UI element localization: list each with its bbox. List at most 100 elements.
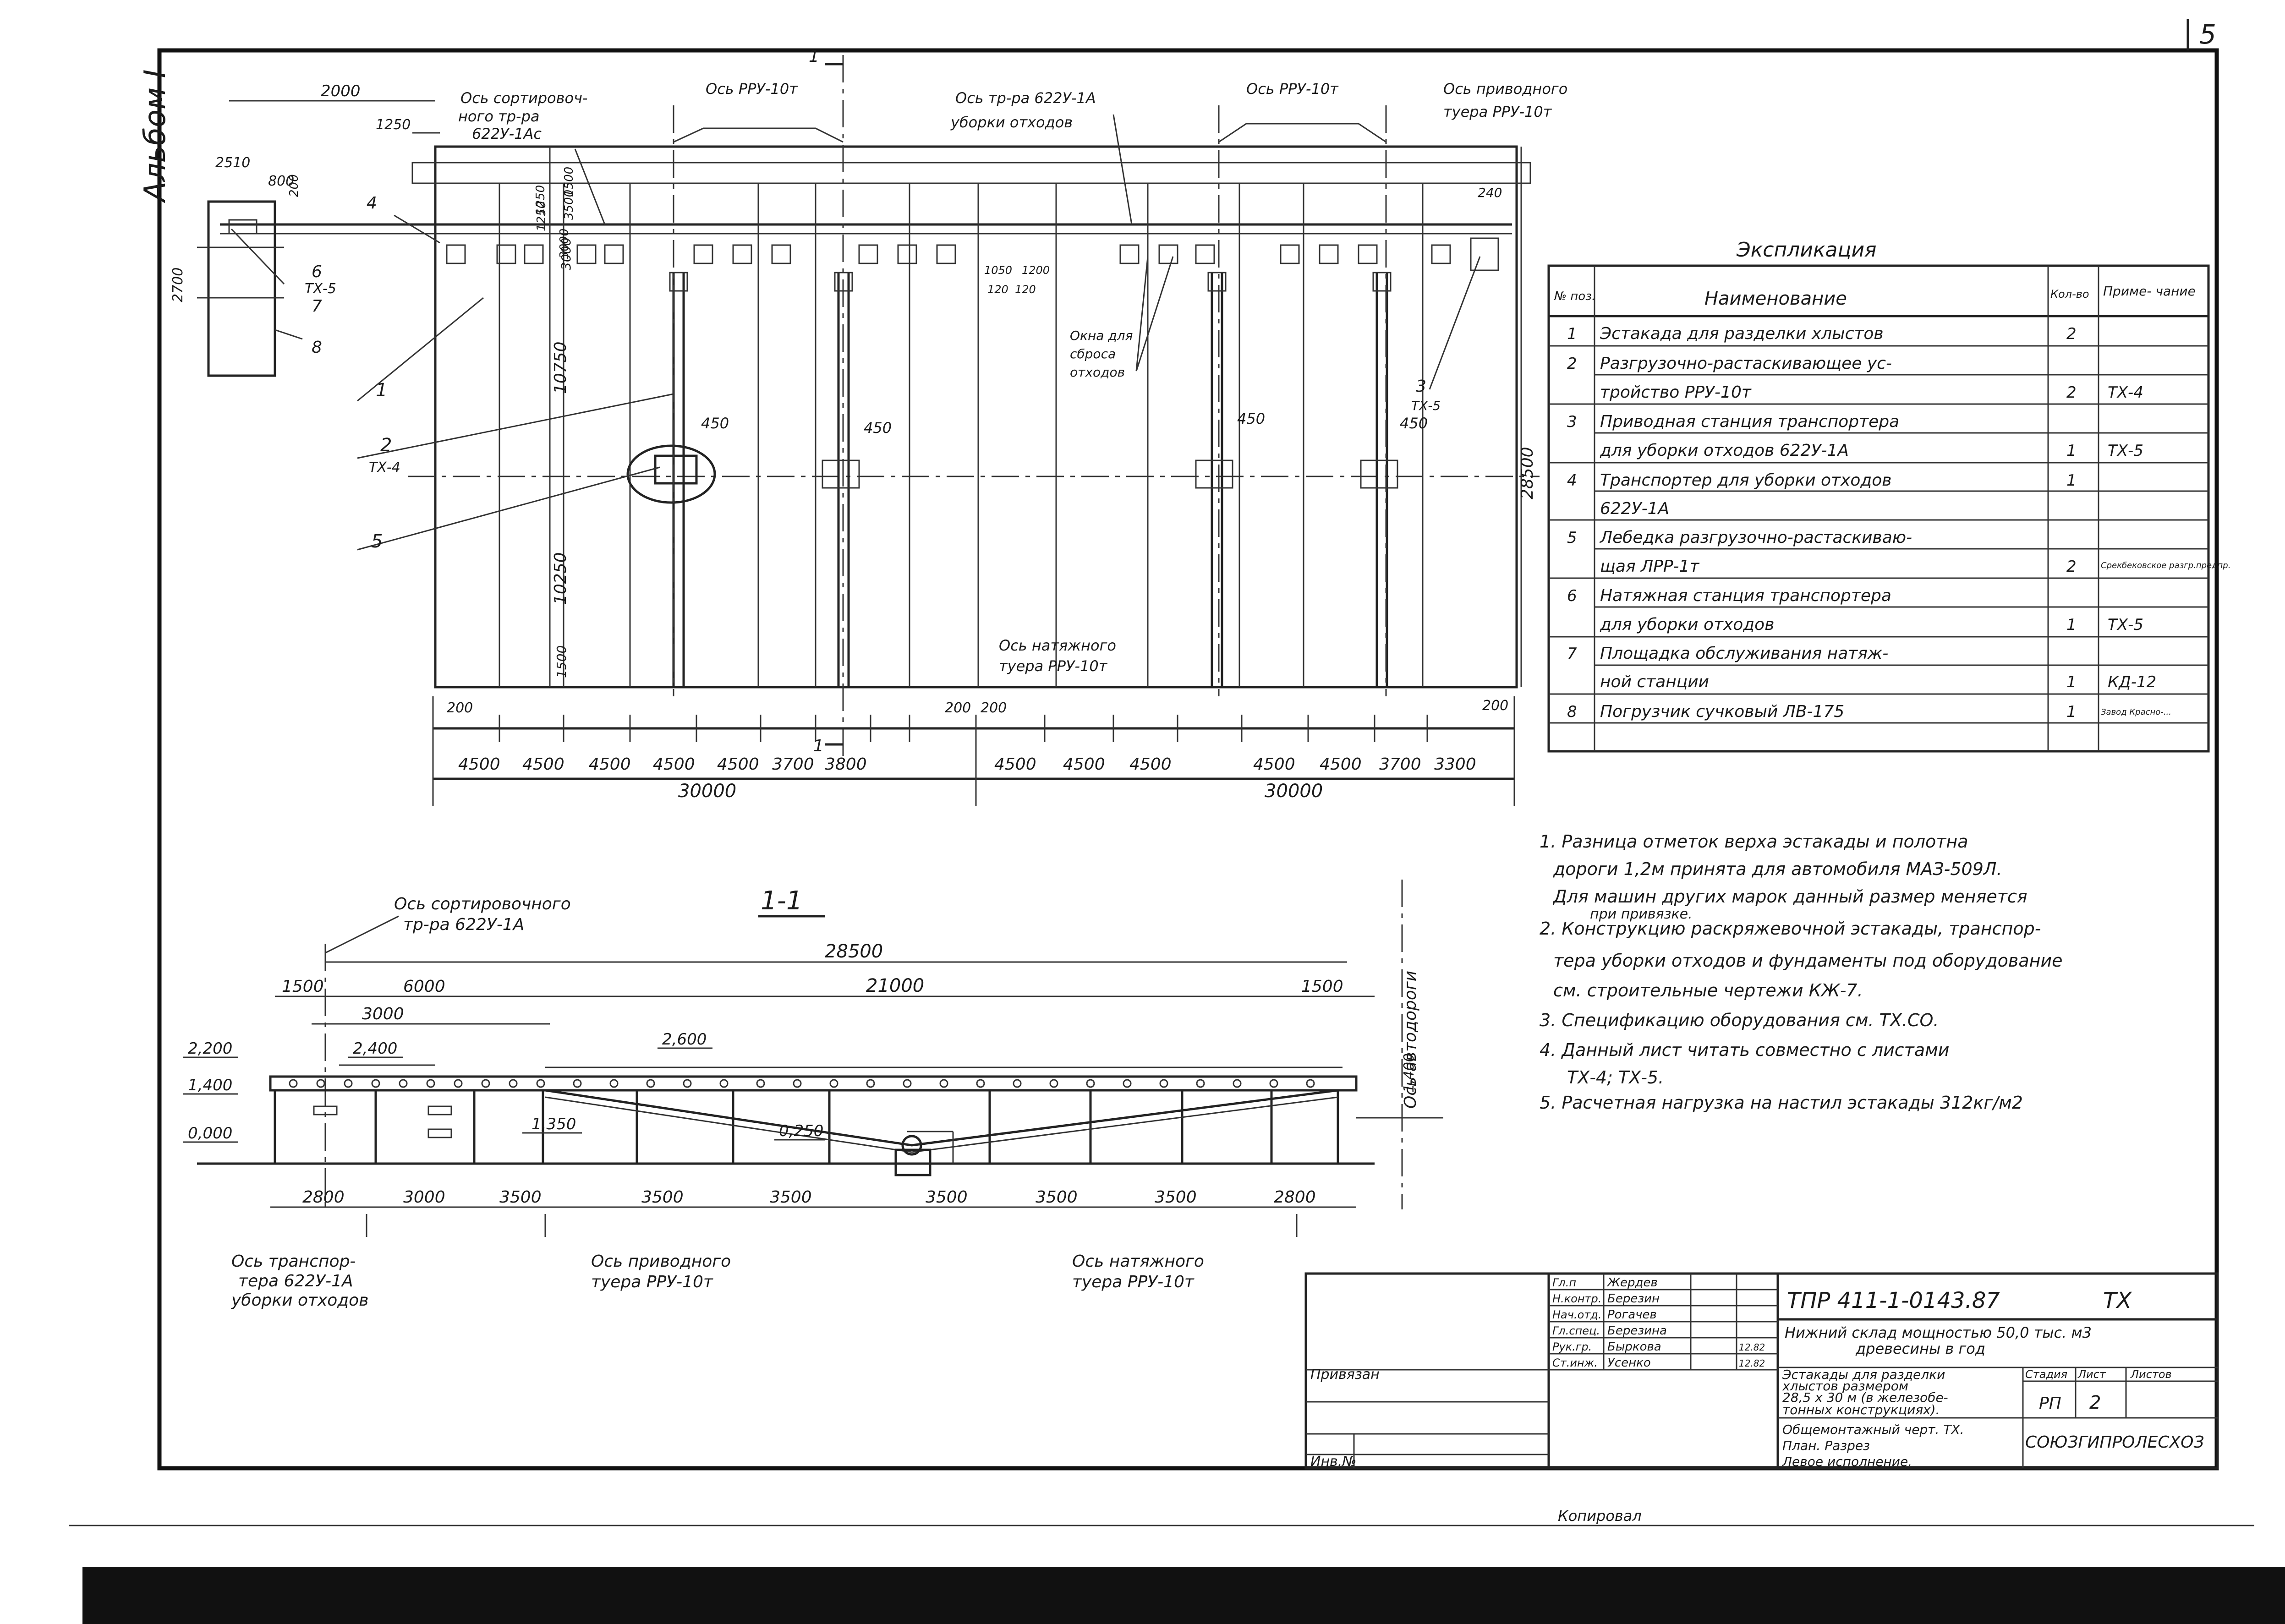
drive-axis-line2: тyера РРУ-10т — [1443, 103, 1552, 120]
svg-text:Усенко: Усенко — [1607, 1356, 1651, 1370]
dim-120-b: 120 — [1015, 283, 1036, 296]
svg-text:Березин: Березин — [1607, 1292, 1660, 1306]
section-columns — [274, 1090, 1339, 1164]
svg-text:2: 2 — [1567, 355, 1577, 373]
bay-dim-2: 4500 — [522, 755, 564, 774]
svg-text:Березина: Березина — [1607, 1324, 1667, 1338]
axis-markers — [673, 55, 1387, 756]
dim-3500-v: 3500 — [562, 190, 576, 220]
svg-text:Транспортер для уборки отходов: Транспортер для уборки отходов — [1600, 471, 1892, 490]
dim-200-b: 200 — [945, 700, 971, 716]
tb-org: СОЮЗГИПРОЛЕСХОЗ — [2025, 1433, 2204, 1452]
svg-text:Приводная станция транспортера: Приводная станция транспортера — [1600, 412, 1899, 431]
table-row: 3 Приводная станция транспортера для убо… — [1567, 412, 2143, 460]
svg-text:План. Разрез: План. Разрез — [1782, 1438, 1870, 1453]
section-sort-axis-1: Ось сортировочного — [394, 895, 571, 913]
svg-text:Площадка обслуживания натяж-: Площадка обслуживания натяж- — [1600, 644, 1888, 663]
estacade-outline — [434, 145, 1518, 689]
total-dim-2: 30000 — [1265, 781, 1323, 802]
svg-text:Левое исполнение.: Левое исполнение. — [1782, 1454, 1912, 1469]
svg-text:12.82: 12.82 — [1739, 1358, 1765, 1369]
sec-dim-1500-a: 1500 — [282, 977, 324, 996]
dim-3000-left: 3000 — [559, 238, 574, 270]
sec-bdim-8: 3500 — [1155, 1188, 1197, 1207]
windows-line1: Окна для — [1070, 328, 1133, 343]
svg-text:ТХ-5: ТХ-5 — [2108, 442, 2143, 460]
sec-bdim-6: 3500 — [926, 1188, 968, 1207]
windows-line2: сброса — [1070, 346, 1116, 361]
table-row: 5 Лебедка разгрузочно-растаскиваю- щая Л… — [1567, 528, 2230, 576]
dim-2510: 2510 — [215, 155, 250, 171]
svg-text:Общемонтажный черт. ТХ.: Общемонтажный черт. ТХ. — [1782, 1422, 1964, 1437]
bay-lines — [499, 183, 1424, 687]
bay-dim-10: 4500 — [1129, 755, 1172, 774]
svg-text:3: 3 — [1567, 413, 1577, 431]
svg-text:1: 1 — [2066, 673, 2077, 691]
total-dim-1: 30000 — [678, 781, 736, 802]
mark-8: 8 — [312, 338, 322, 357]
mark-2-ref: ТХ-4 — [369, 459, 400, 476]
bay-dim-6: 3700 — [772, 755, 814, 774]
svg-text:2: 2 — [2066, 325, 2077, 343]
svg-text:ной станции: ной станции — [1600, 673, 1709, 691]
title-block: ТПР 411-1-0143.87 ТХ Гл.п Н.контр. Нач.о… — [1304, 1272, 2219, 1525]
level-1400-r: 1,400 — [1401, 1053, 1417, 1093]
level-0000: 0,000 — [188, 1124, 232, 1143]
svg-text:тонных конструкциях).: тонных конструкциях). — [1782, 1402, 1940, 1417]
sec-bdim-7: 3500 — [1036, 1188, 1078, 1207]
bay-dim-14: 3300 — [1434, 755, 1476, 774]
svg-text:хлыстов размером: хлыстов размером — [1782, 1378, 1908, 1394]
estacade-deck — [269, 1075, 1358, 1092]
mark-3-ref: ТХ-5 — [1411, 398, 1441, 413]
sort-axis-line2: ного тр-ра — [458, 108, 539, 125]
tension-station-unit — [197, 200, 284, 377]
level-1400-l: 1,400 — [188, 1076, 232, 1094]
mark-6: 6 — [312, 262, 322, 281]
svg-text:Нач.отд.: Нач.отд. — [1552, 1308, 1601, 1321]
bay-dim-12: 4500 — [1320, 755, 1362, 774]
sec-bdim-4: 3500 — [641, 1188, 684, 1207]
svg-text:Нижний склад мощностью 50,0 ты: Нижний склад мощностью 50,0 тыс. м3 — [1785, 1324, 2092, 1341]
svg-text:5: 5 — [1567, 529, 1577, 547]
svg-text:Эстакада для разделки хлыстов: Эстакада для разделки хлыстов — [1600, 324, 1884, 343]
dim-1050: 1050 — [984, 264, 1012, 277]
table-row: 4 Транспортер для уборки отходов 622У-1А… — [1567, 471, 2077, 518]
level-2200: 2,200 — [188, 1039, 232, 1058]
svg-text:Завод Красно-...: Завод Красно-... — [2101, 707, 2171, 717]
th-qty: Кол-во — [2050, 288, 2089, 301]
section-mark-top: 1 — [809, 47, 819, 66]
dim-450-4: 450 — [1400, 415, 1428, 432]
mark-3: 3 — [1416, 377, 1426, 396]
bay-dim-5: 4500 — [717, 755, 759, 774]
general-notes: 1. Разница отметок верха эстакады и поло… — [1540, 831, 2063, 1113]
svg-text:Натяжная станция транспортера: Натяжная станция транспортера — [1600, 586, 1891, 605]
drive-axis-sec-2: тyера РРУ-10т — [591, 1273, 713, 1291]
svg-text:12.82: 12.82 — [1739, 1342, 1765, 1353]
dim-10750: 10750 — [551, 341, 570, 394]
svg-text:7: 7 — [1567, 645, 1577, 663]
dim-450-2: 450 — [864, 419, 892, 437]
svg-text:древесины в год: древесины в год — [1855, 1340, 1985, 1357]
svg-text:Н.контр.: Н.контр. — [1552, 1292, 1601, 1305]
leader-lines — [230, 114, 1481, 551]
svg-text:1: 1 — [1567, 325, 1577, 343]
plan-view: 2000 1250 2510 800 200 2700 1250 1500 30… — [170, 47, 1567, 806]
svg-text:Лебедка разгрузочно-растаскива: Лебедка разгрузочно-растаскиваю- — [1599, 528, 1912, 547]
svg-text:622У-1А: 622У-1А — [1600, 499, 1669, 518]
mark-7: 7 — [312, 297, 322, 316]
bay-dim-8: 4500 — [994, 755, 1036, 774]
bay-dim-13: 3700 — [1379, 755, 1421, 774]
th-pos: № поз. — [1553, 290, 1595, 303]
svg-text:28,5 х 30 м (в железобе-: 28,5 х 30 м (в железобе- — [1782, 1390, 1948, 1405]
sec-bdim-2: 3000 — [403, 1188, 445, 1207]
dim-120-a: 120 — [987, 283, 1008, 296]
svg-text:Инв.№: Инв.№ — [1310, 1454, 1356, 1470]
svg-text:1: 1 — [2066, 442, 2077, 460]
sort-axis-line3: 622У-1Ас — [472, 125, 542, 142]
sec-bdim-1: 2800 — [302, 1188, 345, 1207]
section-mark-bottom: 1 — [813, 737, 824, 755]
svg-text:4. Данный лист читать совместн: 4. Данный лист читать совместно с листам… — [1540, 1040, 1949, 1060]
dim-2700: 2700 — [170, 268, 186, 302]
svg-text:2: 2 — [2089, 1392, 2101, 1413]
